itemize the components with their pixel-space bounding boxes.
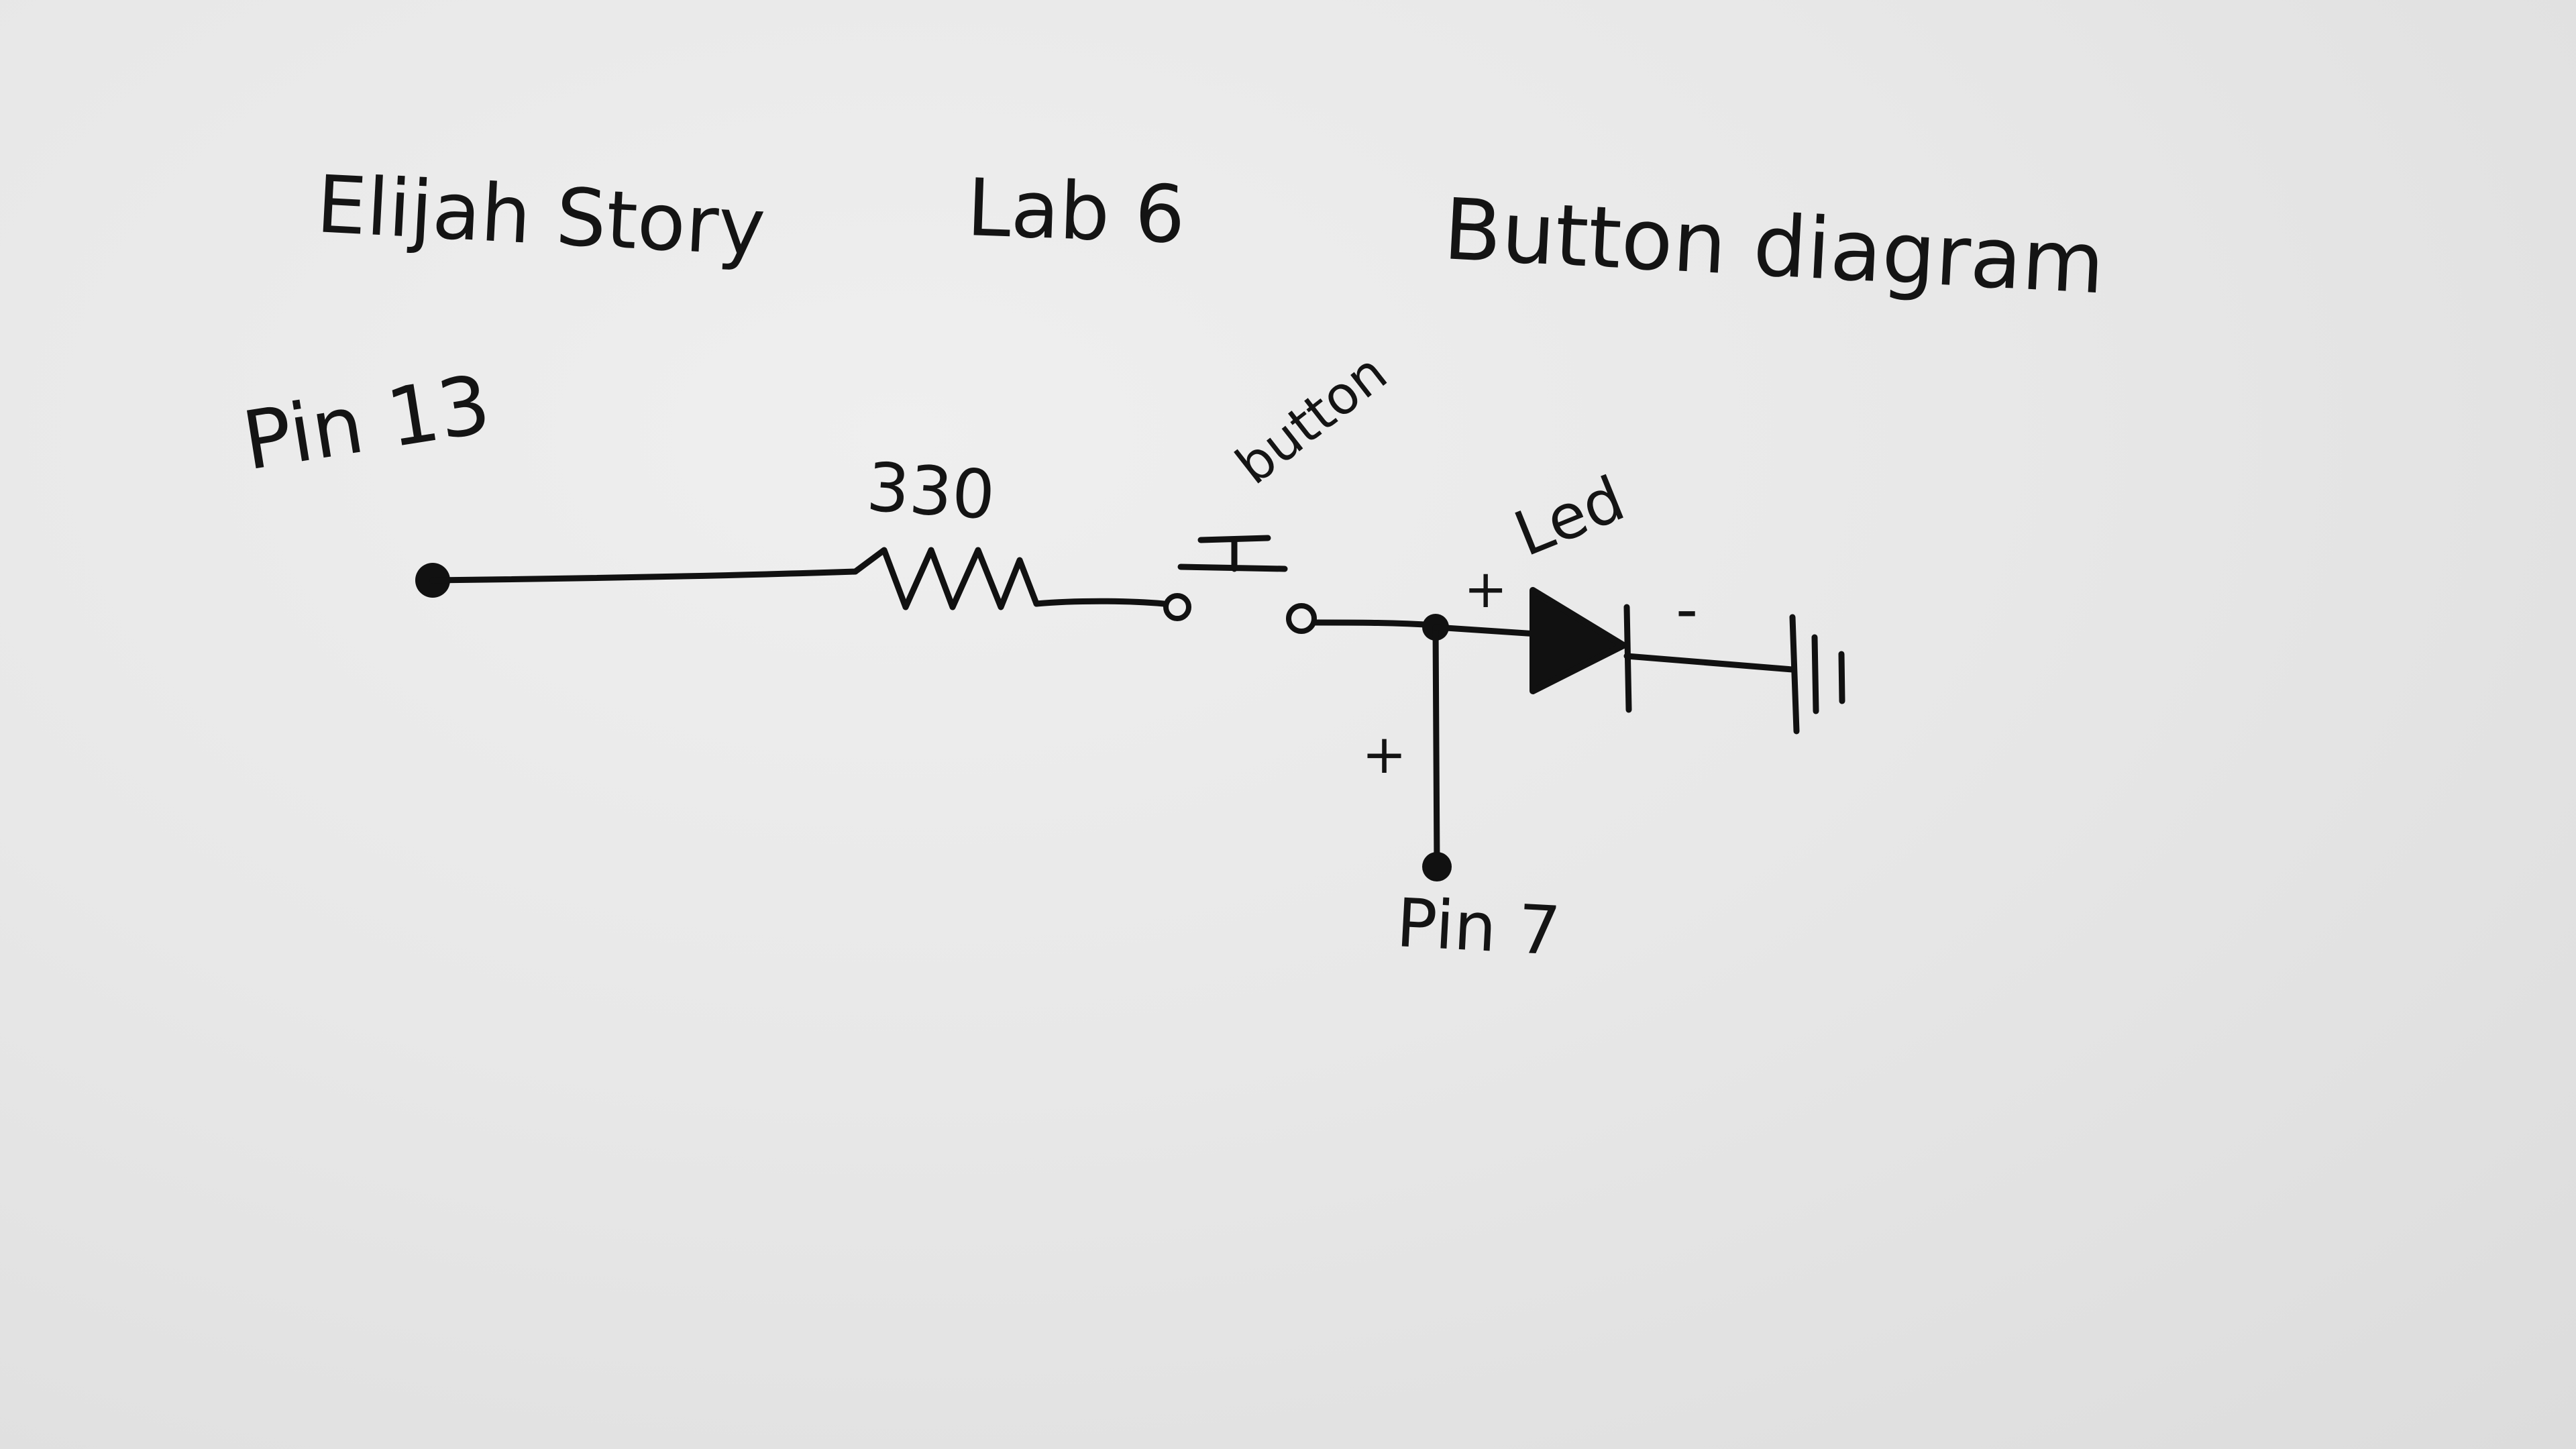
resistor-symbol bbox=[852, 547, 1040, 610]
led-minus-label: - bbox=[1676, 574, 1698, 645]
led-plus-label: + bbox=[1464, 559, 1507, 620]
wire-pin13-to-resistor bbox=[429, 568, 859, 584]
led-diode-symbol bbox=[1529, 587, 1627, 694]
pin-7-terminal bbox=[1422, 852, 1452, 881]
title-subject: Button diagram bbox=[1441, 180, 2106, 313]
button-label: button bbox=[1225, 343, 1398, 496]
wire-resistor-to-button bbox=[1033, 598, 1167, 607]
wire-led-to-ground bbox=[1623, 653, 1796, 673]
resistor-value-label: 330 bbox=[864, 447, 998, 535]
wire-junction-to-led bbox=[1432, 624, 1540, 637]
button-actuator bbox=[1177, 535, 1288, 572]
title-lab: Lab 6 bbox=[965, 161, 1187, 261]
branch-plus-label: + bbox=[1362, 723, 1407, 786]
pin-7-label: Pin 7 bbox=[1395, 883, 1562, 971]
ground-symbol bbox=[1789, 614, 1845, 735]
title-author: Elijah Story bbox=[315, 158, 768, 274]
wire-button-to-junction bbox=[1311, 619, 1439, 629]
pin-13-label: Pin 13 bbox=[237, 358, 496, 488]
button-left-contact bbox=[1163, 593, 1191, 621]
wire-junction-to-pin7 bbox=[1432, 624, 1440, 869]
button-right-contact bbox=[1286, 603, 1317, 634]
led-label: Led bbox=[1505, 463, 1634, 571]
